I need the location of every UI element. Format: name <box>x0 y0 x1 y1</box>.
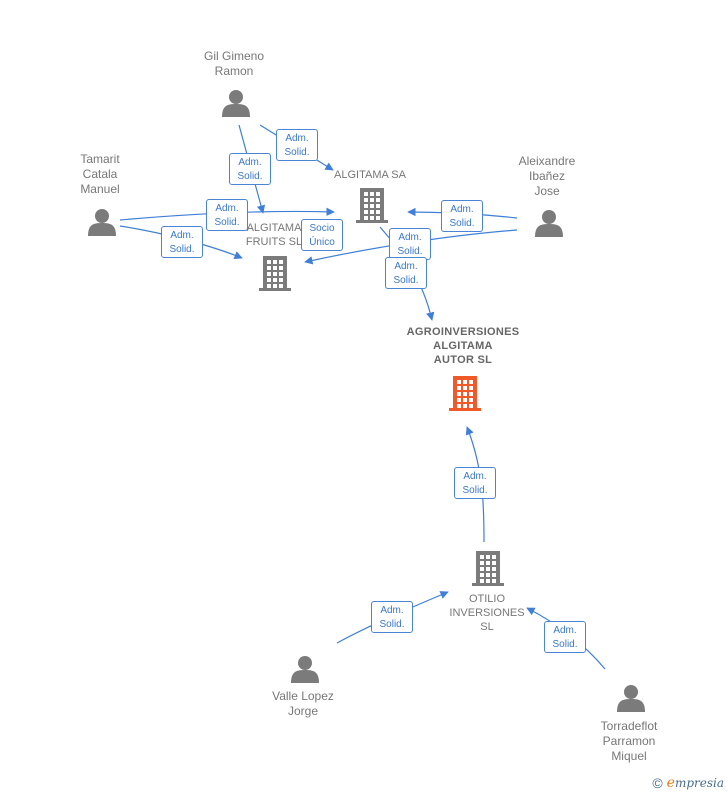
node-label-aleixandre[interactable]: Aleixandre Ibañez Jose <box>518 154 576 198</box>
person-icon[interactable] <box>88 209 116 236</box>
relation-label[interactable]: Adm. Solid. <box>206 199 248 231</box>
relation-label[interactable]: Adm. Solid. <box>544 621 586 653</box>
person-icon[interactable] <box>617 685 645 712</box>
node-label-agroinversiones[interactable]: AGROINVERSIONES ALGITAMA AUTOR SL <box>406 326 520 366</box>
node-label-torradeflot[interactable]: Torradeflot Parramon Miquel <box>600 719 658 763</box>
relation-label[interactable]: Adm. Solid. <box>441 200 483 232</box>
relation-label[interactable]: Adm. Solid. <box>229 153 271 185</box>
relation-label[interactable]: Socio Único <box>301 219 343 251</box>
copyright-icon: © <box>652 775 663 791</box>
node-label-valle[interactable]: Valle Lopez Jorge <box>272 689 334 718</box>
node-label-algitama-sa[interactable]: ALGITAMA SA <box>334 169 406 181</box>
node-label-tamarit[interactable]: Tamarit Catala Manuel <box>80 152 120 196</box>
company-building-icon[interactable] <box>356 188 388 223</box>
relation-label[interactable]: Adm. Solid. <box>276 129 318 161</box>
node-label-otilio[interactable]: OTILIO INVERSIONES SL <box>449 593 525 633</box>
focus-company-building-icon[interactable] <box>449 376 481 411</box>
relation-label[interactable]: Adm. Solid. <box>161 226 203 258</box>
relation-label[interactable]: Adm. Solid. <box>389 228 431 260</box>
person-icon[interactable] <box>535 210 563 237</box>
relation-label[interactable]: Adm. Solid. <box>385 257 427 289</box>
node-label-algitama-fruits[interactable]: ALGITAMA FRUITS SL <box>245 222 303 248</box>
person-icon[interactable] <box>222 90 250 117</box>
person-icon[interactable] <box>291 656 319 683</box>
relation-label[interactable]: Adm. Solid. <box>371 601 413 633</box>
relation-label[interactable]: Adm. Solid. <box>454 467 496 499</box>
empresia-brand[interactable]: © empresia <box>652 775 724 791</box>
company-building-icon[interactable] <box>472 551 504 586</box>
empresia-logo: empresia <box>666 775 724 791</box>
icon-layer <box>88 90 645 712</box>
node-label-gil[interactable]: Gil Gimeno Ramon <box>203 49 265 78</box>
company-building-icon[interactable] <box>259 256 291 291</box>
